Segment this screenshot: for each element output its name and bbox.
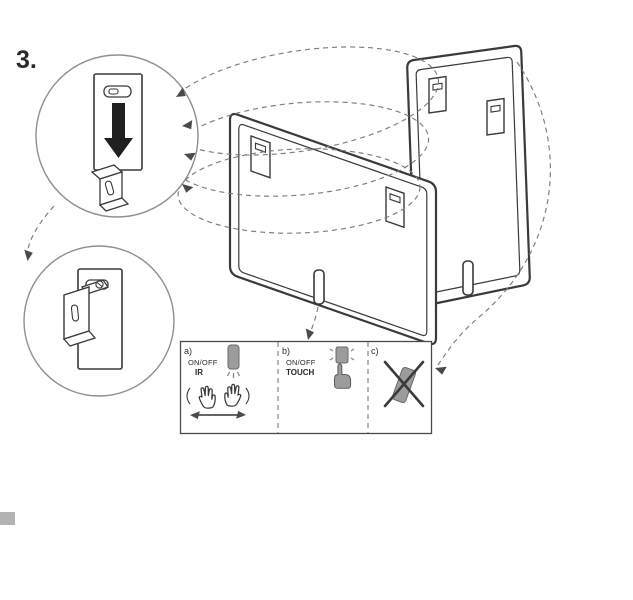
back-panel-frame-inner (415, 56, 521, 295)
bracket-slot (104, 180, 115, 196)
legend-label-a: a) (184, 346, 192, 356)
front-panel-frame-inner (238, 123, 428, 337)
mount-plate-slot (254, 142, 267, 153)
screw-slot (96, 282, 103, 287)
mount-plate (486, 97, 505, 136)
page-marker (0, 512, 15, 525)
legend-frame (179, 340, 433, 435)
wave-arc-left (186, 387, 191, 405)
detail-callout-insert (35, 54, 199, 218)
ir-beam-icon (226, 371, 241, 378)
mount-plate-slot (389, 193, 401, 204)
legend-label-c: c) (371, 346, 379, 356)
mount-plate (428, 75, 447, 114)
ir-sensor-body (227, 344, 240, 370)
legend-mode-a: ON/OFF (188, 358, 218, 367)
legend-label-b: b) (282, 346, 290, 356)
bracket-bottom-flange (98, 197, 130, 212)
touch-button (335, 346, 349, 364)
panel-stand (313, 269, 325, 305)
callout-flow-arc (26, 205, 55, 257)
waving-hands-icon (186, 383, 250, 420)
mount-plate-slot (432, 82, 443, 91)
legend-method-b: TOUCH (286, 368, 315, 377)
pointing-hand-icon (333, 363, 352, 389)
bracket-bottom-flange (62, 330, 97, 347)
bracket-face (63, 286, 90, 340)
legend-method-a: IR (195, 368, 203, 377)
arrowhead-icon (433, 363, 447, 376)
front-panel (228, 112, 438, 346)
control-legend: a) ON/OFF IR b) ON/OFF TOUCH (179, 340, 433, 435)
touch-pulse-icon (329, 348, 355, 361)
bracket-slot (70, 304, 80, 322)
mount-plate (250, 135, 271, 179)
panel-stand (462, 260, 474, 296)
touch-icon (329, 346, 355, 389)
mount-plate (385, 186, 405, 229)
step-number: 3. (16, 46, 37, 74)
back-panel (406, 44, 531, 308)
down-arrow-icon (104, 103, 133, 158)
wave-arc-right (245, 387, 250, 405)
ir-sensor-icon (226, 344, 241, 378)
panel-to-forbidden-arc (437, 61, 551, 366)
cross-x-icon (383, 360, 425, 408)
legend-section-touch: b) ON/OFF TOUCH (282, 346, 355, 389)
legend-mode-b: ON/OFF (286, 358, 316, 367)
detail-callout-hooked (23, 245, 175, 397)
arrowhead-icon (303, 328, 315, 341)
legend-section-forbidden: c) (371, 346, 425, 408)
mount-plate-slot (490, 104, 501, 113)
arrowhead-icon (23, 249, 34, 262)
slot-catch (108, 88, 119, 95)
legend-section-ir: a) ON/OFF IR (184, 344, 250, 420)
guide-loop (177, 148, 421, 234)
